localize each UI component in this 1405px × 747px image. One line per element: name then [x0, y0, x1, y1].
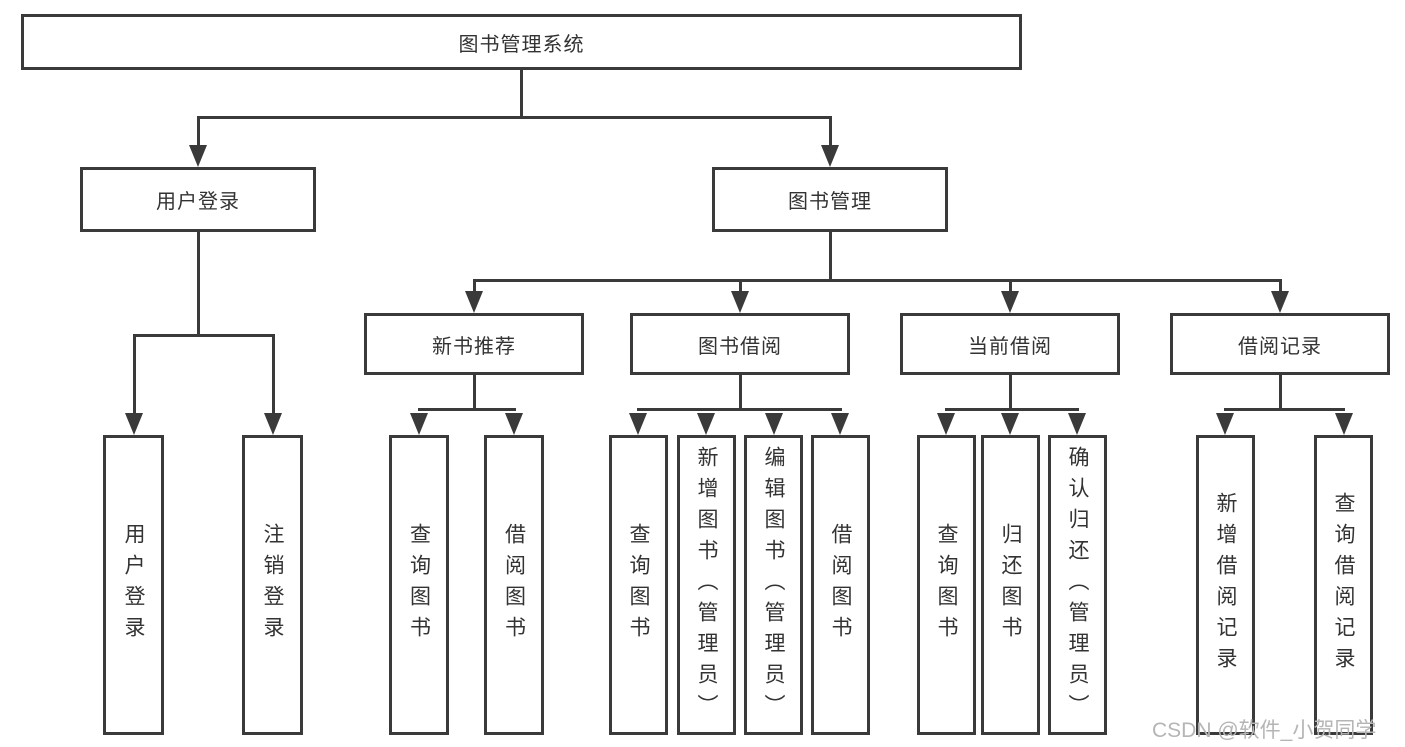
arrow-down-icon — [1001, 413, 1019, 435]
arrow-down-icon — [189, 145, 207, 167]
arrow-down-icon — [1335, 413, 1353, 435]
leaf-newbook-borrow-books: 借阅图书 — [484, 435, 544, 735]
leaf-current-confirm-return-admin: 确认归还（管理员） — [1048, 435, 1107, 735]
leaf-user-login: 用户登录 — [103, 435, 164, 735]
connector-currentborrow-drop — [1009, 279, 1012, 293]
leaf-logout: 注销登录 — [242, 435, 303, 735]
arrow-down-icon — [125, 413, 143, 435]
connector-user-leaves-rail — [133, 334, 275, 337]
leaf-record-query-borrow-record: 查询借阅记录 — [1314, 435, 1373, 735]
connector-bookborrow-drop — [739, 279, 742, 293]
arrow-down-icon — [1001, 291, 1019, 313]
arrow-down-icon — [937, 413, 955, 435]
arrow-down-icon — [697, 413, 715, 435]
csdn-watermark: CSDN @软件_小贺同学 — [1152, 719, 1377, 742]
arrow-down-icon — [821, 145, 839, 167]
arrow-down-icon — [629, 413, 647, 435]
connector-bookborrow-stem — [739, 375, 742, 410]
connector-bookborrow-leaves-rail — [637, 408, 842, 411]
connector-root-stem — [520, 70, 523, 117]
node-borrow-records: 借阅记录 — [1170, 313, 1390, 375]
connector-currentborrow-stem — [1009, 375, 1012, 410]
connector-user-login-stem — [197, 232, 200, 336]
node-new-book-recommend: 新书推荐 — [364, 313, 584, 375]
leaf-borrow-edit-book-admin: 编辑图书（管理员） — [744, 435, 803, 735]
arrow-down-icon — [1271, 291, 1289, 313]
arrow-down-icon — [465, 291, 483, 313]
arrow-down-icon — [765, 413, 783, 435]
leaf-newbook-query-books: 查询图书 — [389, 435, 449, 735]
connector-newbook-leaves-rail — [418, 408, 516, 411]
node-user-login: 用户登录 — [80, 167, 316, 232]
connector-user-login-drop — [197, 116, 200, 147]
connector-level2-rail — [197, 116, 832, 119]
arrow-down-icon — [505, 413, 523, 435]
connector-newbook-drop — [473, 279, 476, 293]
leaf-record-add-borrow-record: 新增借阅记录 — [1196, 435, 1255, 735]
connector-records-stem — [1279, 375, 1282, 410]
arrow-down-icon — [410, 413, 428, 435]
arrow-down-icon — [731, 291, 749, 313]
node-book-management: 图书管理 — [712, 167, 948, 232]
leaf-borrow-borrow-books: 借阅图书 — [811, 435, 870, 735]
connector-level3-rail — [473, 279, 1282, 282]
connector-book-mgmt-stem — [829, 232, 832, 281]
connector-currentborrow-leaves-rail — [945, 408, 1079, 411]
connector-newbook-stem — [473, 375, 476, 410]
node-root: 图书管理系统 — [21, 14, 1022, 70]
leaf-borrow-query-books: 查询图书 — [609, 435, 668, 735]
node-book-borrow: 图书借阅 — [630, 313, 850, 375]
leaf-borrow-add-book-admin: 新增图书（管理员） — [677, 435, 736, 735]
connector-user-leaf-drop — [133, 334, 136, 413]
connector-records-drop — [1279, 279, 1282, 293]
leaf-current-return-books: 归还图书 — [981, 435, 1040, 735]
arrow-down-icon — [1068, 413, 1086, 435]
arrow-down-icon — [831, 413, 849, 435]
arrow-down-icon — [264, 413, 282, 435]
connector-records-leaves-rail — [1224, 408, 1345, 411]
connector-logout-leaf-drop — [272, 334, 275, 413]
connector-book-mgmt-drop — [829, 116, 832, 147]
node-current-borrow: 当前借阅 — [900, 313, 1120, 375]
arrow-down-icon — [1216, 413, 1234, 435]
leaf-current-query-books: 查询图书 — [917, 435, 976, 735]
